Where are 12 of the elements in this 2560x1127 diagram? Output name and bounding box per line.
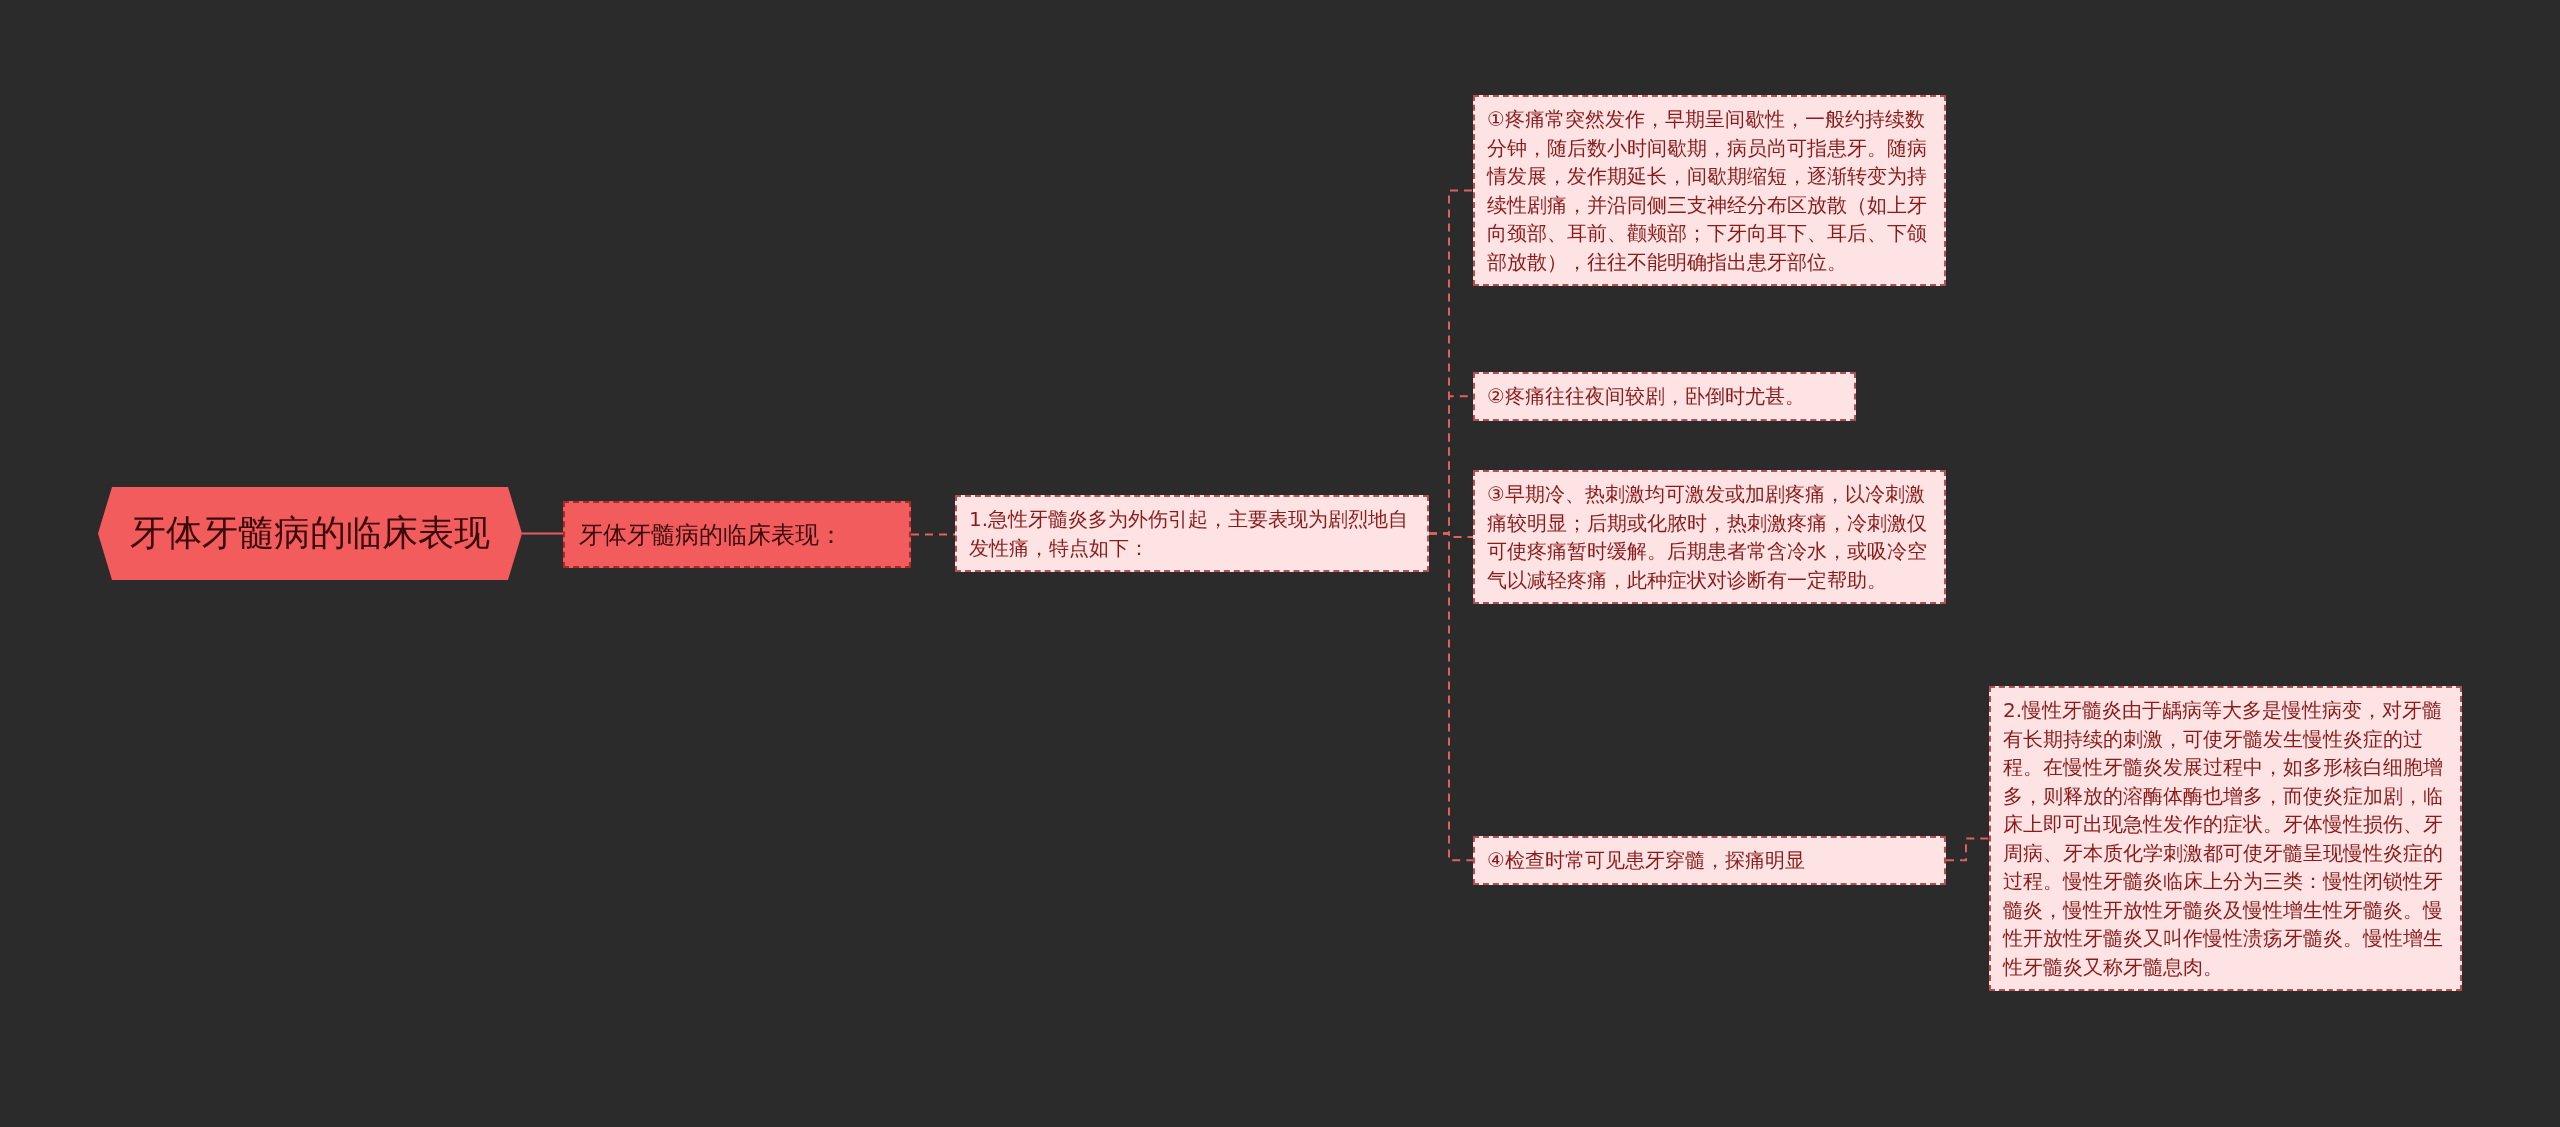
detail-box: 2.慢性牙髓炎由于龋病等大多是慢性病变，对牙髓有长期持续的刺激，可使牙髓发生慢性炎症的过程。在慢性牙髓炎发展过程中，如多形核白细胞增多，则释放的溶酶体酶也增多，而使炎症加剧，临床上即可出现急性发作的症状。牙体慢性损伤、牙周病、牙本质化学刺激都可使牙髓呈现慢性炎症的过程。慢性牙髓炎临床上分为三类：慢性闭锁性牙髓炎，慢性开放性牙髓炎及慢性增生性牙髓炎。慢性开放性牙髓炎又叫作慢性溃疡牙髓炎。慢性增生性牙髓炎又称牙髓息肉。 xyxy=(1989,686,2462,991)
connector-line xyxy=(521,532,564,535)
topic-box: 牙体牙髓病的临床表现： xyxy=(563,501,911,568)
connector-line xyxy=(1428,532,1474,862)
subtopic-box: 1.急性牙髓炎多为外伤引起，主要表现为剧烈地自发性痛，特点如下： xyxy=(955,495,1429,572)
connector-line xyxy=(910,533,956,536)
detail-box: ①疼痛常突然发作，早期呈间歇性，一般约持续数分钟，随后数小时间歇期，病员尚可指患牙。随病情发展，发作期延长，间歇期缩短，逐渐转变为持续性剧痛，并沿同侧三支神经分布区放散（如上牙向颈部、耳前、颧颊部；下牙向耳下、耳后、下颌部放散），往往不能明确指出患牙部位。 xyxy=(1473,95,1946,286)
hexagon-node: 牙体牙髓病的临床表现 xyxy=(98,487,522,580)
connector-line xyxy=(1945,837,1990,862)
detail-box: ③早期冷、热刺激均可激发或加剧疼痛，以冷刺激痛较明显；后期或化脓时，热刺激疼痛，冷刺激仅可使疼痛暂时缓解。后期患者常含冷水，或吸冷空气以减轻疼痛，此种症状对诊断有一定帮助。 xyxy=(1473,470,1946,604)
detail-box: ④检查时常可见患牙穿髓，探痛明显 xyxy=(1473,836,1946,885)
detail-box: ②疼痛往往夜间较剧，卧倒时尤甚。 xyxy=(1473,372,1856,421)
